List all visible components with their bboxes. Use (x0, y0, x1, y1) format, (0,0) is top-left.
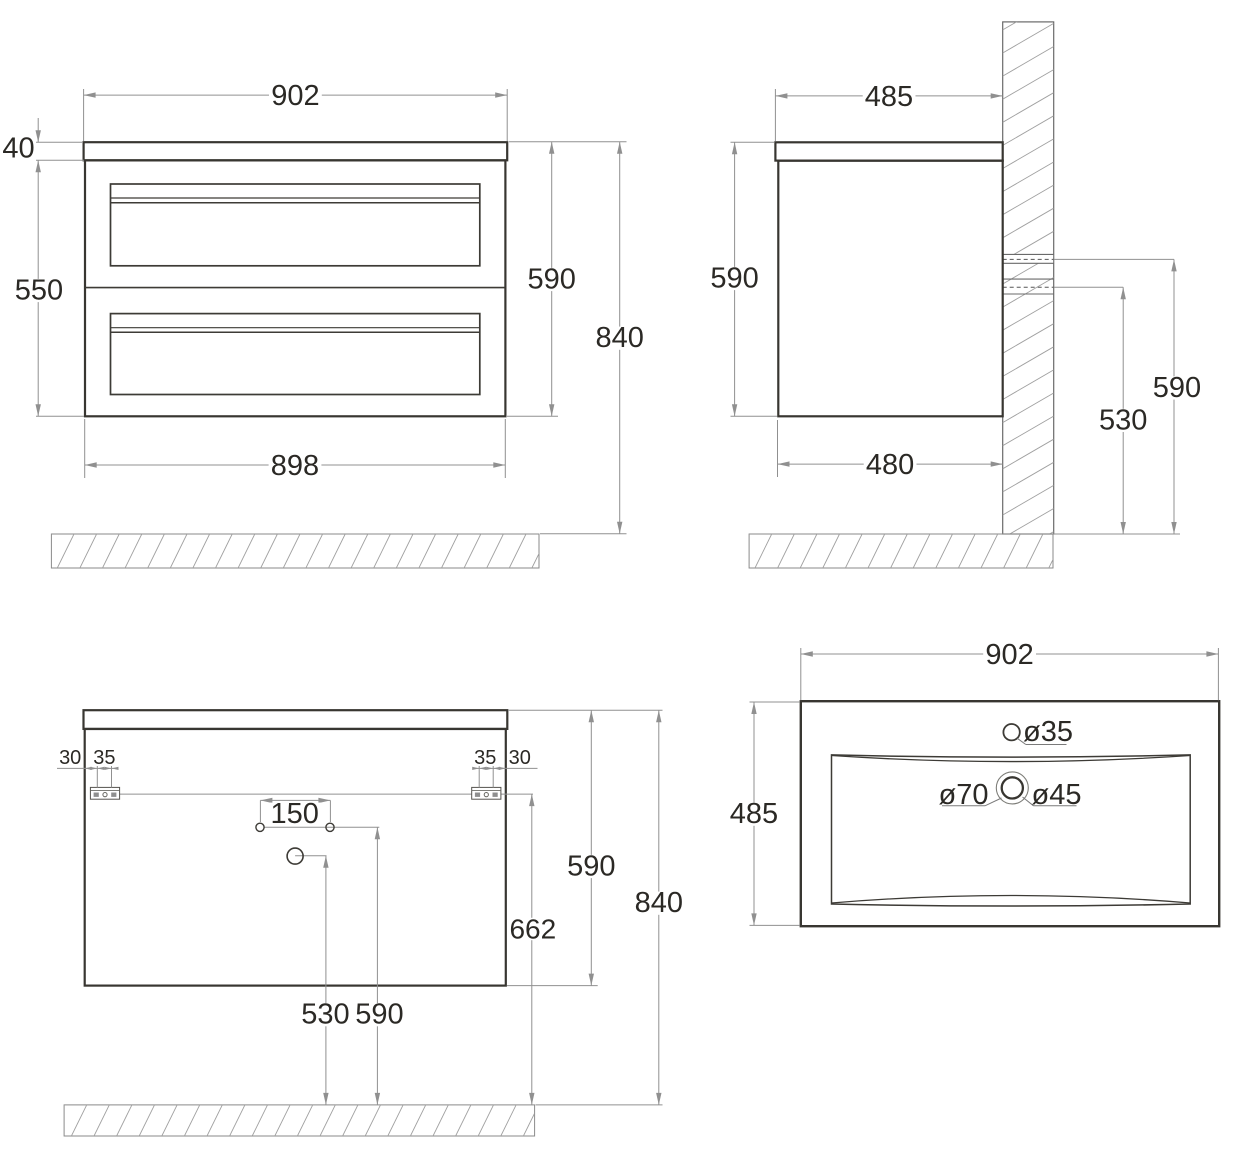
svg-text:35: 35 (93, 747, 115, 769)
svg-text:30: 30 (509, 747, 531, 769)
svg-text:485: 485 (730, 798, 778, 830)
svg-text:ø35: ø35 (1023, 716, 1073, 748)
svg-text:150: 150 (271, 798, 319, 830)
svg-text:30: 30 (59, 747, 81, 769)
svg-text:530: 530 (1099, 404, 1147, 436)
svg-text:530: 530 (301, 999, 349, 1031)
svg-text:40: 40 (2, 133, 34, 165)
svg-text:35: 35 (474, 747, 496, 769)
svg-text:902: 902 (985, 639, 1033, 671)
svg-text:840: 840 (596, 322, 644, 354)
svg-text:590: 590 (567, 851, 615, 883)
svg-text:898: 898 (271, 450, 319, 482)
svg-text:902: 902 (271, 80, 319, 112)
svg-text:590: 590 (355, 999, 403, 1031)
svg-text:485: 485 (865, 81, 913, 113)
svg-text:550: 550 (15, 275, 63, 307)
svg-text:590: 590 (710, 263, 758, 295)
svg-text:590: 590 (528, 264, 576, 296)
svg-text:662: 662 (509, 914, 556, 945)
svg-text:ø45: ø45 (1032, 779, 1082, 811)
svg-text:840: 840 (635, 887, 683, 919)
svg-text:480: 480 (866, 449, 914, 481)
svg-text:ø70: ø70 (939, 779, 989, 811)
svg-text:590: 590 (1153, 372, 1201, 404)
